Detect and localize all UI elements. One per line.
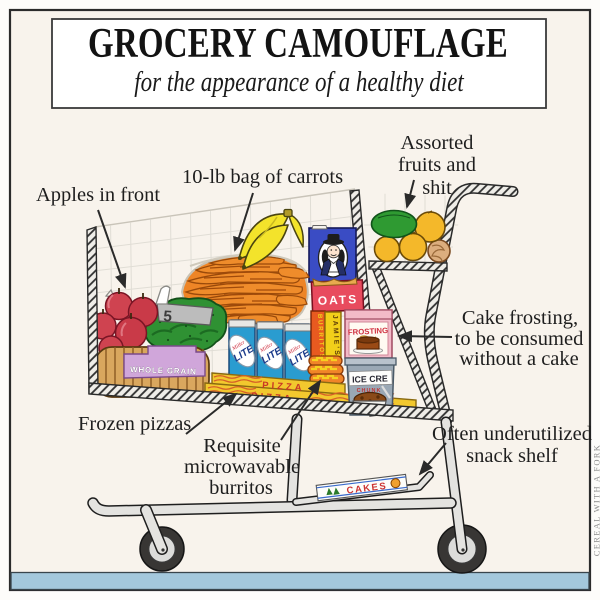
svg-text:CHUNK: CHUNK (357, 388, 382, 394)
svg-text:burritos: burritos (209, 477, 273, 499)
svg-text:5: 5 (163, 308, 173, 326)
svg-text:without a cake: without a cake (459, 348, 579, 370)
svg-text:Often underutilized: Often underutilized (432, 423, 592, 445)
svg-text:Cake frosting,: Cake frosting, (462, 307, 578, 329)
svg-text:BURRITOS: BURRITOS (316, 314, 325, 358)
svg-text:Frozen pizzas: Frozen pizzas (78, 413, 191, 435)
svg-text:OATS: OATS (317, 292, 358, 308)
svg-text:10-lb bag of carrots: 10-lb bag of carrots (182, 166, 343, 188)
svg-text:WHOLE GRAIN: WHOLE GRAIN (130, 365, 197, 376)
svg-text:Requisite: Requisite (203, 435, 280, 457)
svg-text:GROCERY CAMOUFLAGE: GROCERY CAMOUFLAGE (88, 20, 508, 67)
svg-text:Assorted: Assorted (401, 132, 474, 154)
svg-text:CEREAL WITH A FORK: CEREAL WITH A FORK (592, 444, 600, 556)
svg-text:JAMIE'S: JAMIE'S (331, 315, 340, 356)
svg-text:PIZZA: PIZZA (262, 380, 305, 394)
svg-text:CAKES: CAKES (346, 481, 388, 497)
svg-text:ICE CRE: ICE CRE (352, 373, 388, 384)
svg-text:shit: shit (422, 177, 452, 199)
svg-text:snack shelf: snack shelf (466, 445, 558, 467)
svg-text:for the appearance of a health: for the appearance of a healthy diet (134, 66, 464, 98)
svg-text:fruits and: fruits and (398, 154, 476, 176)
svg-text:to be consumed: to be consumed (455, 328, 584, 350)
svg-text:microwavable: microwavable (184, 456, 300, 478)
svg-text:Apples in front: Apples in front (36, 184, 160, 206)
svg-text:FROSTING: FROSTING (348, 326, 389, 337)
